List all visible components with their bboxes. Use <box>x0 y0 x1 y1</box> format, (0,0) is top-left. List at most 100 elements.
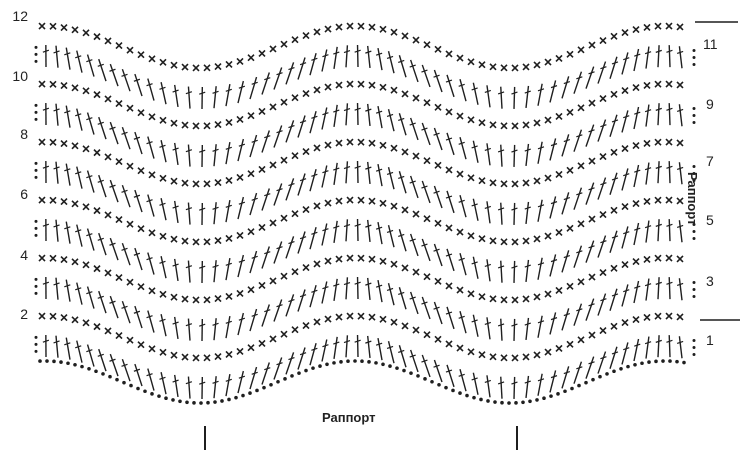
single-crochet <box>83 146 89 152</box>
single-crochet <box>292 95 298 101</box>
single-crochet <box>633 143 639 149</box>
chain-stitch <box>255 389 259 393</box>
double-crochet <box>310 53 316 75</box>
chain-stitch <box>640 361 644 365</box>
double-crochet <box>669 219 670 241</box>
double-crochet <box>598 352 606 374</box>
single-crochet <box>358 255 364 261</box>
chain-stitch <box>87 367 91 371</box>
single-crochet <box>248 55 254 61</box>
double-crochet <box>334 279 337 301</box>
double-crochet <box>346 335 347 357</box>
double-crochet <box>135 306 142 328</box>
single-crochet <box>259 282 265 288</box>
double-crochet <box>322 166 327 188</box>
single-crochet <box>501 297 507 303</box>
single-crochet <box>446 51 452 57</box>
double-crochet <box>238 139 243 161</box>
single-crochet <box>501 355 507 361</box>
single-crochet <box>127 163 133 169</box>
chain-stitch <box>150 392 154 396</box>
single-crochet <box>204 239 210 245</box>
single-crochet <box>292 269 298 275</box>
single-crochet <box>666 23 672 29</box>
single-crochet <box>182 180 188 186</box>
double-crochet <box>422 355 430 377</box>
single-crochet <box>347 81 353 87</box>
single-crochet <box>402 91 408 97</box>
double-crochet <box>669 335 670 357</box>
double-crochet <box>250 135 257 157</box>
double-crochet <box>99 59 106 81</box>
chain-stitch <box>444 386 448 390</box>
double-crochet <box>378 164 382 186</box>
single-crochet <box>468 233 474 239</box>
double-crochet <box>447 249 454 271</box>
single-crochet <box>578 337 584 343</box>
chain-stitch <box>234 396 238 400</box>
double-crochet <box>473 315 478 337</box>
double-crochet <box>56 104 58 126</box>
single-crochet <box>655 197 661 203</box>
single-crochet <box>490 238 496 244</box>
single-crochet <box>589 332 595 338</box>
chain-stitch <box>500 401 504 405</box>
single-crochet <box>281 273 287 279</box>
double-crochet <box>646 163 649 185</box>
single-crochet <box>644 314 650 320</box>
double-crochet <box>646 105 649 127</box>
single-crochet <box>259 50 265 56</box>
single-crochet <box>314 203 320 209</box>
single-crochet <box>138 342 144 348</box>
single-crochet <box>314 145 320 151</box>
double-crochet <box>514 261 515 283</box>
single-crochet <box>501 181 507 187</box>
single-crochet <box>523 122 529 128</box>
double-crochet <box>298 58 305 80</box>
turning-chain <box>35 176 38 179</box>
double-crochet <box>161 140 166 162</box>
double-crochet <box>538 374 542 396</box>
double-crochet <box>447 133 454 155</box>
turning-chain <box>35 53 38 56</box>
single-crochet <box>72 201 78 207</box>
double-crochet <box>679 162 682 184</box>
double-crochet <box>88 229 94 251</box>
double-crochet <box>378 48 382 70</box>
row-number-5: 5 <box>706 212 732 228</box>
row-number-7: 7 <box>706 153 732 169</box>
double-crochet <box>262 72 269 94</box>
single-crochet <box>138 168 144 174</box>
double-crochet <box>161 372 166 394</box>
single-crochet <box>556 287 562 293</box>
single-crochet <box>457 113 463 119</box>
double-crochet <box>622 284 628 306</box>
double-crochet <box>226 200 230 222</box>
chain-stitch <box>66 361 70 365</box>
double-crochet <box>399 287 406 309</box>
chain-stitch <box>654 360 658 364</box>
turning-chain <box>35 278 38 281</box>
single-crochet <box>446 341 452 347</box>
double-crochet <box>646 221 649 243</box>
double-crochet <box>447 307 454 329</box>
single-crochet <box>666 81 672 87</box>
double-crochet <box>77 167 82 189</box>
double-crochet <box>501 377 502 399</box>
single-crochet <box>94 150 100 156</box>
single-crochet <box>512 239 518 245</box>
double-crochet <box>610 289 617 311</box>
repeat-label-bottom: Раппорт <box>322 410 376 425</box>
row-number-4: 4 <box>2 247 28 263</box>
double-crochet <box>658 103 659 125</box>
single-crochet <box>160 349 166 355</box>
double-crochet <box>346 161 347 183</box>
single-crochet <box>292 327 298 333</box>
turning-chain <box>693 121 696 124</box>
chain-stitch <box>668 359 672 363</box>
double-crochet <box>460 253 466 275</box>
single-crochet <box>314 319 320 325</box>
double-crochet <box>610 231 617 253</box>
double-crochet <box>368 104 370 126</box>
